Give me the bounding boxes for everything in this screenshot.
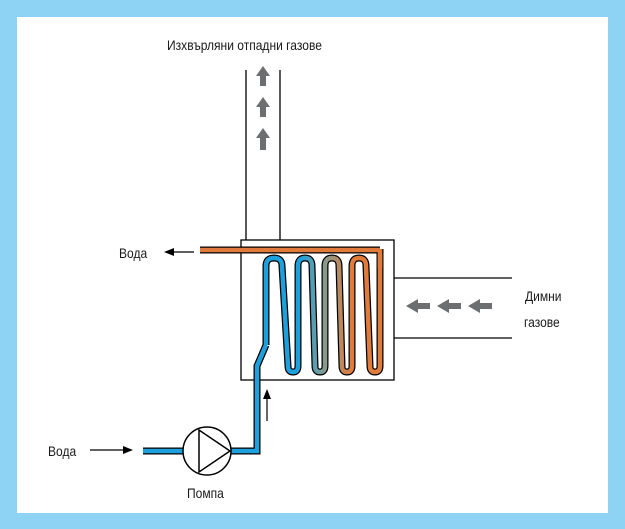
flow-arrow-icon — [164, 248, 174, 256]
pump-icon — [182, 426, 232, 476]
flue-gas-arrows — [406, 299, 492, 313]
flue-gas-label-line1: Димни — [525, 288, 562, 304]
cold-water-pipe — [143, 343, 270, 455]
exhaust-arrows — [256, 66, 270, 150]
gas-flow-arrow-icon — [256, 128, 270, 150]
gas-flow-arrow-icon — [437, 299, 461, 313]
hot-water-pipe — [200, 246, 384, 268]
water-out-arrow — [164, 248, 194, 256]
gas-flow-arrow-icon — [406, 299, 430, 313]
exhaust-label: Изхвърляни отпадни газове — [167, 37, 322, 53]
heat-exchanger-coil — [262, 249, 384, 376]
pump-label: Помпа — [187, 485, 224, 501]
exhaust-stack — [245, 70, 281, 240]
flow-up-arrow — [263, 389, 271, 421]
gas-flow-arrow-icon — [468, 299, 492, 313]
flow-arrow-icon — [263, 389, 271, 399]
gas-flow-arrow-icon — [256, 97, 270, 117]
flue-gas-duct — [394, 277, 512, 339]
flue-gas-label-line2: газове — [524, 314, 560, 330]
water-in-arrow — [90, 446, 133, 454]
gas-flow-arrow-icon — [256, 66, 270, 86]
water-in-label: Вода — [48, 443, 77, 459]
flow-arrow-icon — [123, 446, 133, 454]
water-out-label: Вода — [119, 245, 148, 261]
